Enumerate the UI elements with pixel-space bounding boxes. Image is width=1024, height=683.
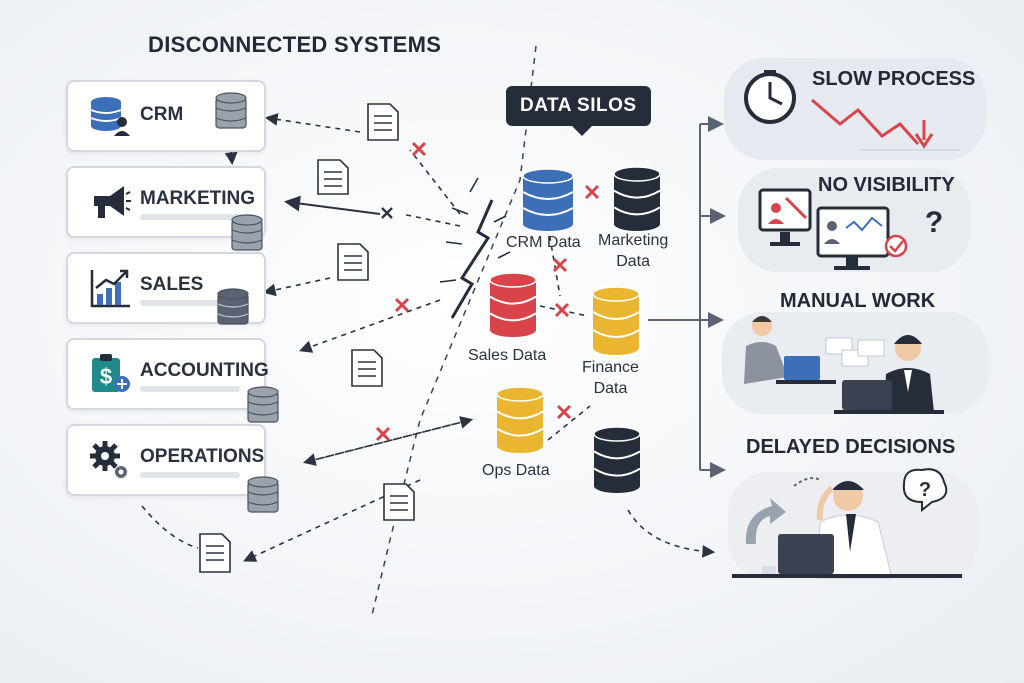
- x-mark: [556, 404, 572, 420]
- system-label: OPERATIONS: [140, 446, 265, 467]
- effect-title: SLOW PROCESS: [812, 68, 976, 90]
- small-database-icon: [215, 92, 247, 129]
- db-label: Sales Data: [468, 347, 547, 364]
- x-mark: [584, 184, 600, 200]
- system-label: CRM: [140, 104, 184, 125]
- db-label: CRM Data: [506, 234, 581, 251]
- crack-shape: [450, 199, 494, 319]
- system-card-operations: OPERATIONS: [66, 424, 266, 496]
- document-icon: [367, 103, 399, 141]
- arrow-to-accounting: [298, 299, 441, 353]
- placeholder-bar: [140, 300, 240, 306]
- stressed-worker-illustration: ?: [732, 468, 962, 579]
- silo-database-icon: [592, 286, 640, 355]
- small-database-icon: [247, 386, 279, 423]
- arrow-to-sales: [262, 277, 331, 297]
- system-label: ACCOUNTING: [140, 360, 269, 381]
- silo-database-icon: [522, 168, 574, 231]
- crm-database-user-icon: [90, 97, 130, 136]
- document-icon: [337, 243, 369, 281]
- small-database-icon: [217, 288, 249, 325]
- monitor-question-icon: ?: [758, 188, 943, 270]
- workers-illustration: [744, 316, 944, 414]
- clock-icon: [744, 70, 796, 124]
- silo-database-icon: [613, 166, 661, 231]
- growth-chart-icon: [90, 269, 130, 308]
- x-mark: [411, 141, 427, 157]
- page-title: DISCONNECTED SYSTEMS: [148, 32, 442, 57]
- effect-title: DELAYED DECISIONS: [746, 436, 956, 458]
- system-card-accounting: $ ACCOUNTING: [66, 338, 269, 410]
- data-silos-badge: DATA SILOS: [506, 86, 651, 136]
- small-database-icon: [247, 476, 279, 513]
- gears-icon: [90, 441, 127, 478]
- document-icon: [351, 349, 383, 387]
- silo-database-icon: [593, 426, 641, 493]
- document-icon: [199, 533, 231, 573]
- effect-title: NO VISIBILITY: [818, 174, 955, 196]
- document-icon: [317, 159, 349, 195]
- system-label: MARKETING: [140, 188, 256, 209]
- document-icon: [383, 483, 415, 521]
- divider-line: [371, 45, 537, 616]
- x-mark: [381, 207, 393, 219]
- placeholder-bar: [140, 386, 240, 392]
- placeholder-bar: [140, 472, 240, 478]
- x-mark: [375, 426, 391, 442]
- svg-text:$: $: [100, 364, 112, 389]
- svg-text:?: ?: [919, 479, 931, 501]
- placeholder-bar: [140, 214, 240, 220]
- db-label: Ops Data: [482, 462, 550, 479]
- down-trend-icon: [811, 98, 934, 149]
- arrow-to-marketing: [284, 195, 381, 215]
- small-database-icon: [231, 214, 263, 251]
- x-mark: [552, 257, 568, 273]
- link-crm-finance: [547, 225, 561, 297]
- svg-text:?: ?: [925, 206, 943, 239]
- x-mark: [394, 297, 410, 313]
- effect-title: MANUAL WORK: [780, 290, 936, 312]
- dollar-clipboard-icon: $: [92, 354, 130, 392]
- silo-database-icon: [489, 272, 537, 337]
- system-label: SALES: [140, 274, 204, 295]
- silo-database-icon: [496, 386, 544, 453]
- arrow-crack-to-crm-doc: [409, 149, 461, 215]
- x-mark: [554, 302, 570, 318]
- arrow-silo-to-delayed: [627, 509, 716, 558]
- megaphone-icon: [94, 186, 131, 218]
